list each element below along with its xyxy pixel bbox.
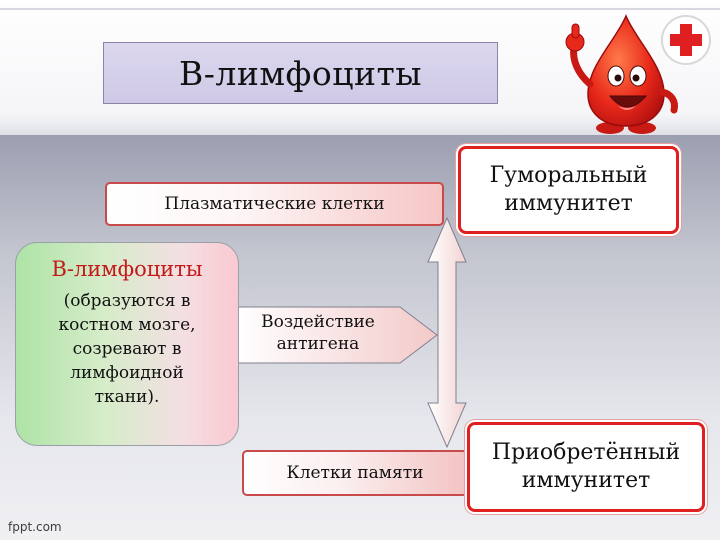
humoral-immunity-line-1: Гуморальный [489, 163, 648, 188]
b-lymphocytes-description: (образуются в костном мозге, созревают в… [16, 289, 238, 409]
memory-cells-label: Клетки памяти [286, 463, 424, 483]
b-lymphocytes-node: В-лимфоциты (образуются в костном мозге,… [15, 242, 239, 446]
description-line-1: (образуются в [63, 291, 191, 311]
plasma-cells-node: Плазматические клетки [105, 182, 444, 226]
acquired-immunity-line-1: Приобретённый [491, 440, 681, 465]
antigen-arrow-label-line-1: Воздействие [261, 312, 375, 332]
blood-drop-mascot-icon [565, 14, 711, 134]
antigen-arrow-label: Воздействие антигена [238, 311, 398, 355]
antigen-arrow-label-line-2: антигена [276, 334, 360, 354]
plasma-cells-label: Плазматические клетки [164, 194, 385, 214]
description-line-5: ткани). [94, 387, 160, 407]
top-frame-line [0, 8, 720, 10]
humoral-immunity-line-2: иммунитет [504, 191, 633, 216]
b-lymphocytes-title: В-лимфоциты [51, 257, 203, 281]
slide-title: В-лимфоциты [103, 42, 498, 104]
humoral-immunity-node: Гуморальный иммунитет [458, 146, 679, 234]
watermark: fppt.com [8, 520, 62, 534]
memory-cells-node: Клетки памяти [242, 450, 468, 496]
slide-title-text: В-лимфоциты [179, 53, 422, 93]
acquired-immunity-line-2: иммунитет [521, 468, 651, 493]
description-line-2: костном мозге, [58, 315, 196, 335]
description-line-4: лимфоидной [70, 363, 184, 383]
acquired-immunity-node: Приобретённый иммунитет [467, 422, 705, 512]
description-line-3: созревают в [72, 339, 182, 359]
